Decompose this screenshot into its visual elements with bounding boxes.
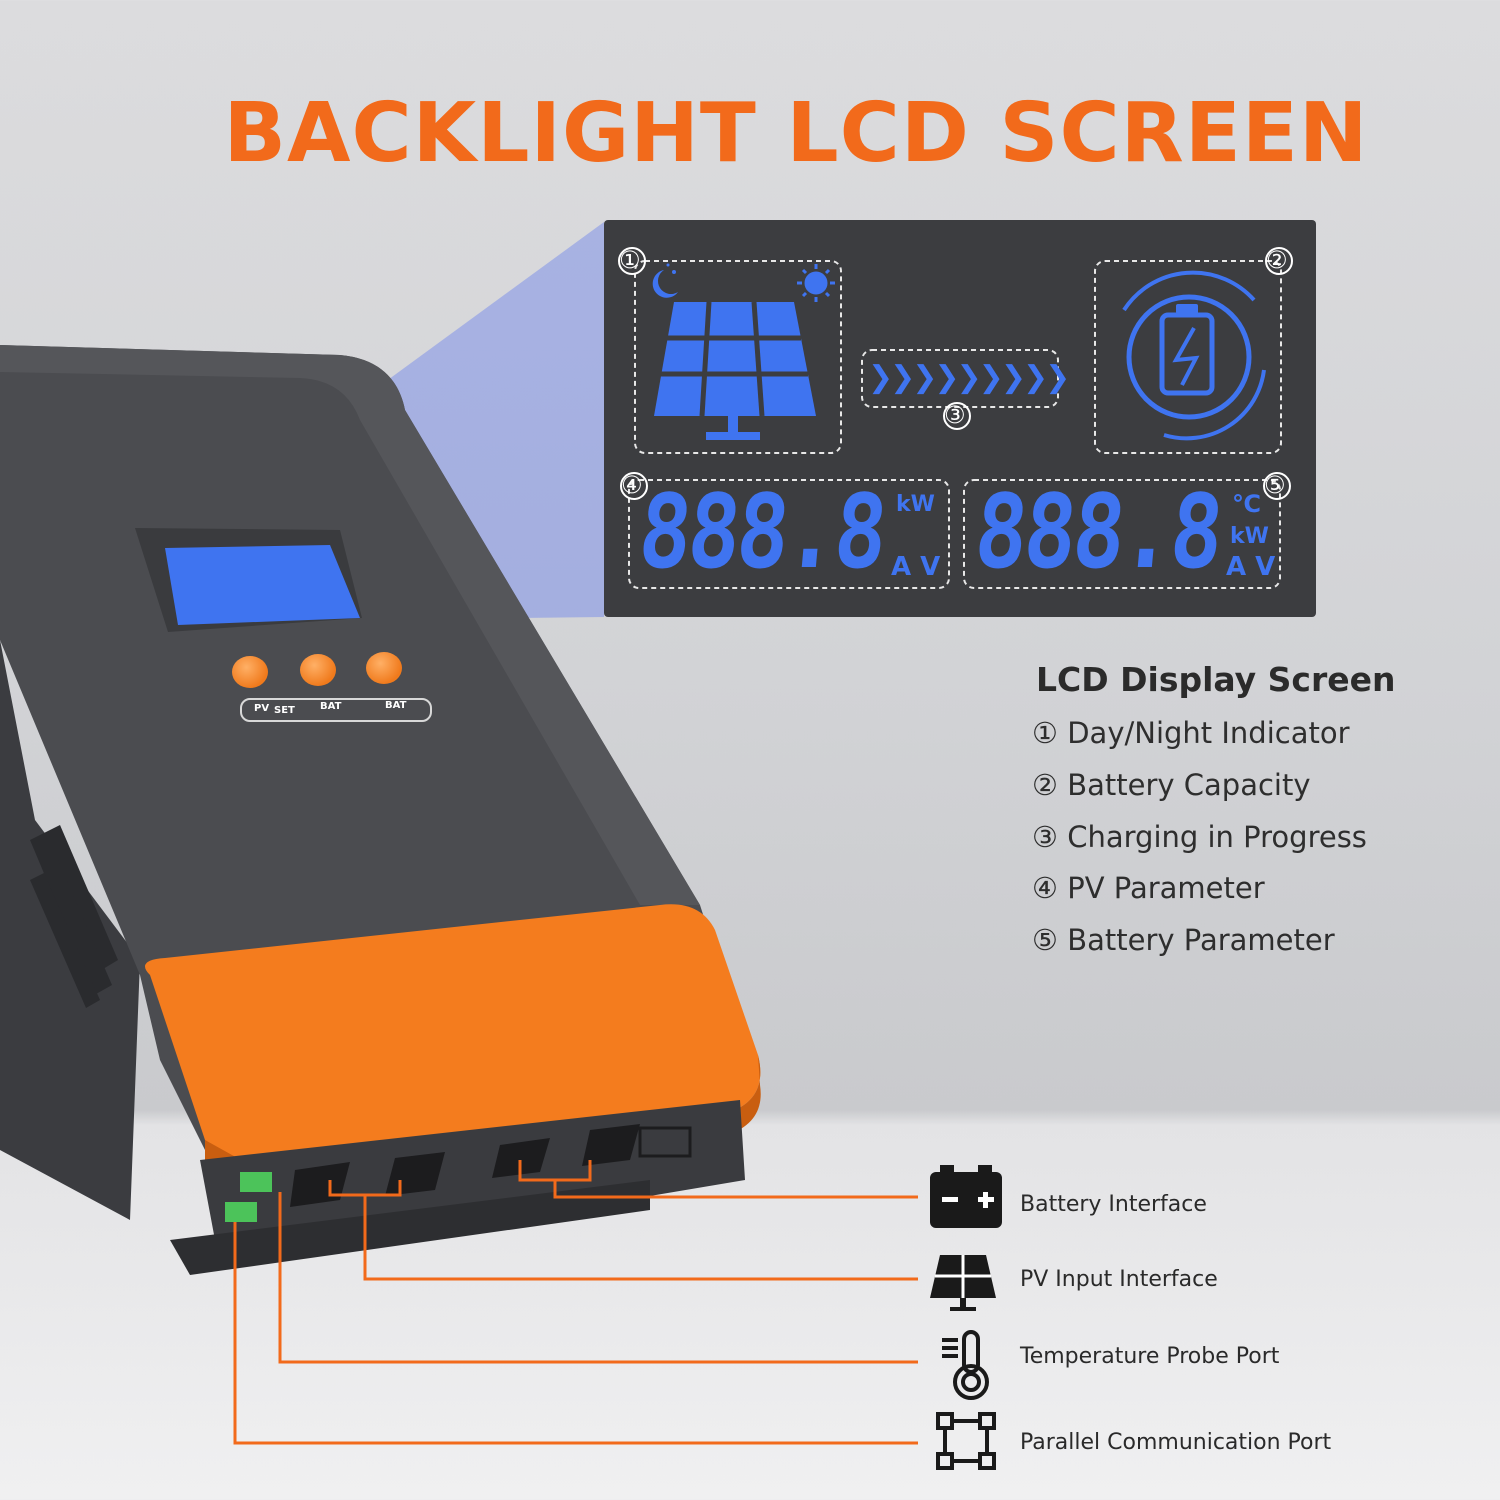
button-label-bat-up: BAT [320,701,342,712]
thermometer-icon [942,1330,989,1400]
battery-digits: 888.8 [970,473,1225,592]
device-button-label-strip [240,698,432,722]
marker-1: ① [619,246,641,274]
battery-unit-temp: ℃ [1232,490,1262,518]
moon-icon [652,263,678,298]
solar-panel-icon [654,301,816,440]
device-lcd-screen [165,545,360,625]
marker-4: ④ [621,471,643,499]
temp-probe-connector [240,1172,272,1192]
orange-cover [145,904,761,1166]
button-label-set: SET [274,705,295,716]
legend-item-pv-parameter: ④ PV Parameter [1032,871,1265,905]
pv-digits: 888.8 [634,473,889,592]
device-button-3 [366,652,402,684]
charging-box [861,349,1059,408]
pv-unit-kw: kW [896,492,935,517]
solar-panel-icon [930,1255,996,1311]
pv-unit-av: A V [891,552,941,582]
marker-3: ③ [944,401,966,429]
battery-unit-av: A V [1226,552,1276,582]
device-button-1 [232,656,268,688]
pv-input-interface-label: PV Input Interface [1020,1267,1218,1292]
battery-capacity-icon [1122,270,1266,441]
vent-grille [30,825,118,1008]
charging-arrows: ❯❯❯❯❯❯❯❯❯ [868,360,1070,395]
lcd-panel: ① ② ③ ④ ⑤ ❯❯❯❯❯❯❯❯❯ 888.8 kW A V 888.8 ℃… [604,220,1316,617]
legend-item-charging: ③ Charging in Progress [1032,820,1367,854]
sun-icon [797,264,835,302]
day-night-box [634,260,842,454]
battery-unit-kw: kW [1230,524,1269,549]
lcd-panel-graphics [618,247,1293,589]
parallel-network-icon [936,1412,996,1470]
marker-5: ⑤ [1264,471,1286,499]
marker-circles [618,247,1293,500]
heatsink [170,1180,650,1275]
legend-item-day-night: ① Day/Night Indicator [1032,716,1350,750]
battery-interface-label: Battery Interface [1020,1192,1207,1217]
button-label-pv: PV [254,703,270,714]
interface-icons [930,1165,1002,1470]
comm-port [638,1126,692,1158]
legend-item-battery-capacity: ② Battery Capacity [1032,768,1311,802]
temperature-probe-port-label: Temperature Probe Port [1020,1344,1280,1369]
pv-parameter-box [628,479,950,589]
device-button-2 [300,654,336,686]
parallel-communication-port-label: Parallel Communication Port [1020,1430,1332,1455]
battery-capacity-box [1094,260,1282,454]
leader-lines [233,1160,918,1445]
button-label-bat-down: BAT [385,700,407,711]
legend-item-battery-parameter: ⑤ Battery Parameter [1032,923,1335,957]
parallel-connector [225,1202,257,1222]
legend-title: LCD Display Screen [1036,660,1396,699]
battery-icon [930,1165,1002,1228]
battery-parameter-box [963,479,1281,589]
marker-2: ② [1266,246,1288,274]
headline: BACKLIGHT LCD SCREEN [223,86,1369,181]
